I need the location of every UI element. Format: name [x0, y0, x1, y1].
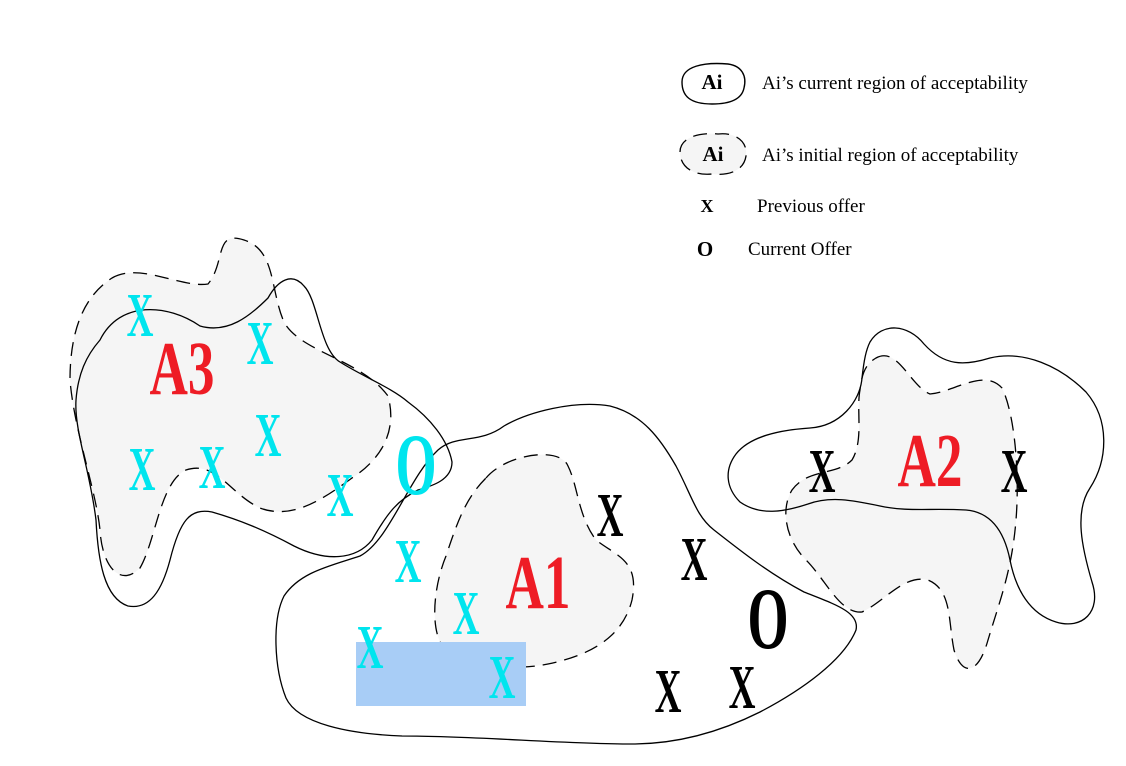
agent-label-a3: A3 [149, 328, 214, 411]
initial-regions [69, 237, 1018, 670]
agent-label-a2: A2 [897, 420, 962, 503]
offer-o: O [395, 415, 436, 513]
offer-x: X [1001, 437, 1028, 506]
offer-x: X [655, 657, 682, 726]
legend-initial-region-shape [679, 132, 747, 176]
legend-initial-symbol: Ai [703, 142, 724, 166]
offer-x: X [453, 579, 480, 648]
a1-initial-region [434, 454, 635, 668]
legend: Ai Ai’s current region of acceptability … [679, 62, 1028, 261]
a3-initial-region [69, 237, 392, 577]
legend-previous-symbol: X [701, 196, 714, 216]
offer-x: X [247, 309, 274, 378]
offer-o: O [747, 569, 788, 667]
offer-x: X [255, 401, 282, 470]
cyan-offers: X X X X X X O X X X X [127, 281, 516, 712]
offer-x: X [809, 437, 836, 506]
offer-x: X [729, 653, 756, 722]
legend-initial-label: Ai’s initial region of acceptability [762, 145, 1019, 166]
black-offers: X X O X X X X [597, 437, 1028, 726]
legend-current-symbol: Ai [702, 70, 723, 94]
a2-current-region [727, 327, 1105, 625]
legend-current-region-shape [681, 62, 746, 105]
offer-x: X [395, 527, 422, 596]
offer-x: X [127, 281, 154, 350]
offer-x: X [597, 481, 624, 550]
current-regions [75, 278, 1105, 745]
highlight-box [356, 642, 526, 706]
agent-labels: A3 A1 A2 [149, 328, 962, 625]
offer-x: X [129, 435, 156, 504]
offer-x: X [327, 461, 354, 530]
offer-x: X [199, 433, 226, 502]
legend-current-label: Ai’s current region of acceptability [762, 73, 1028, 94]
offer-x: X [357, 613, 384, 682]
legend-current-offer-label: Current Offer [748, 239, 852, 260]
agent-label-a1: A1 [505, 542, 570, 625]
legend-current-offer-symbol: O [697, 237, 713, 261]
offer-x: X [489, 643, 516, 712]
a1-current-region [275, 403, 857, 745]
legend-previous-label: Previous offer [757, 196, 865, 217]
a3-current-region [75, 278, 453, 608]
a2-initial-region [785, 355, 1018, 670]
offer-x: X [681, 525, 708, 594]
